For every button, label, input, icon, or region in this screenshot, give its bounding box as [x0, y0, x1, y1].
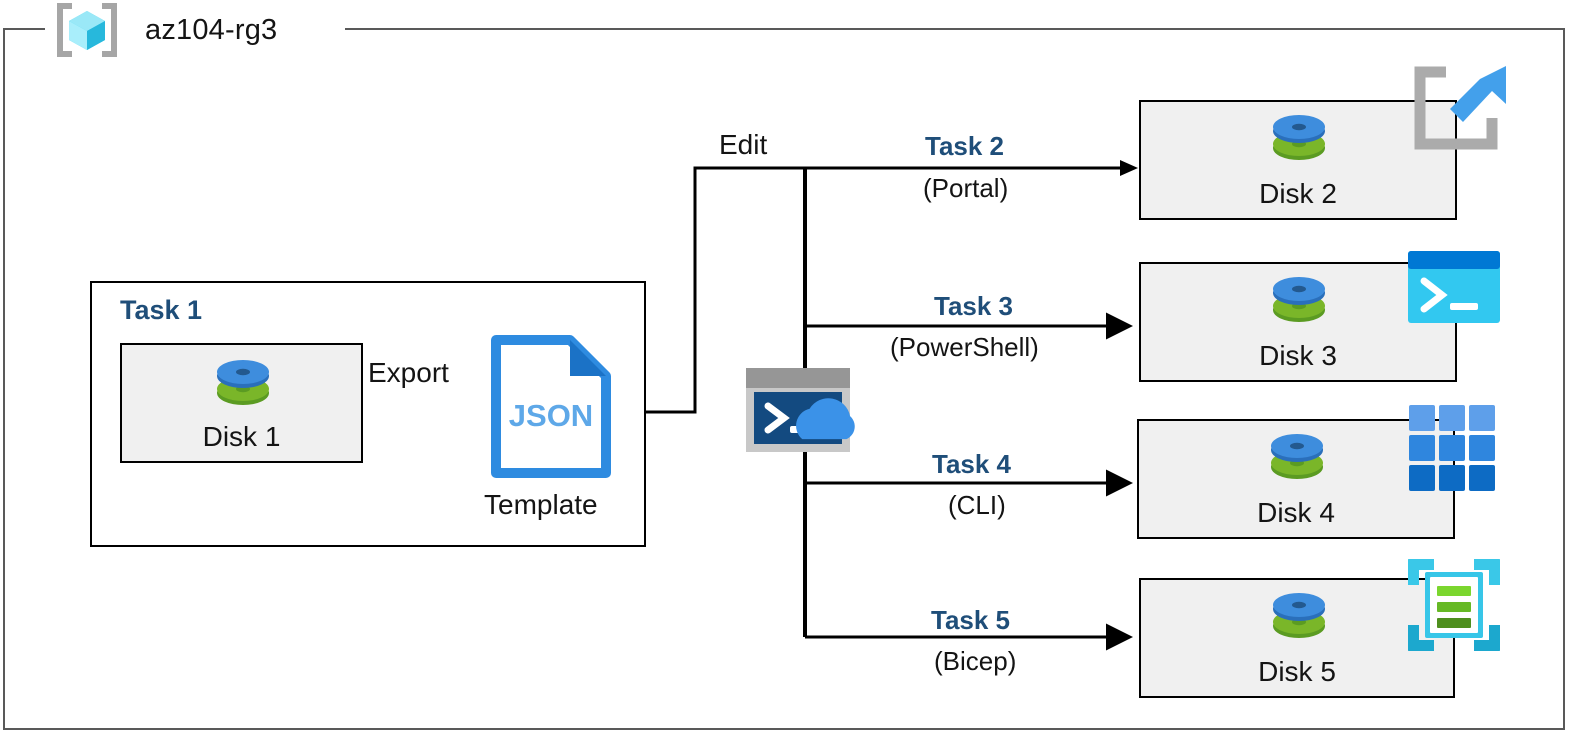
- task4-method: (CLI): [948, 490, 1006, 520]
- disk3-box: Disk 3: [1139, 262, 1457, 382]
- azure-cli-icon: [1408, 404, 1496, 492]
- disk4-label: Disk 4: [1257, 497, 1335, 528]
- disk2-label: Disk 2: [1259, 178, 1337, 209]
- task3-name: Task 3: [934, 291, 1014, 321]
- task1-label: Task 1: [120, 295, 203, 325]
- task5-name: Task 5: [931, 605, 1011, 635]
- task5-method: (Bicep): [934, 646, 1017, 676]
- disk3-label: Disk 3: [1259, 340, 1337, 371]
- svg-text:JSON: JSON: [509, 398, 593, 433]
- task2-name: Task 2: [925, 131, 1005, 161]
- azure-portal-icon: [1408, 60, 1516, 168]
- template-caption: Template: [484, 489, 598, 520]
- disk1-box: Disk 1: [120, 343, 363, 463]
- azure-resource-group-icon: [50, 3, 124, 57]
- managed-disk-icon: [1267, 110, 1331, 174]
- managed-disk-icon: [211, 355, 275, 419]
- edit-label: Edit: [719, 129, 768, 160]
- disk5-box: Disk 5: [1139, 578, 1455, 698]
- json-file-icon: JSON: [490, 334, 612, 479]
- powershell-icon: [1408, 251, 1500, 323]
- azure-cloud-shell-icon: [744, 366, 866, 454]
- task3-method: (PowerShell): [890, 332, 1039, 362]
- disk2-box: Disk 2: [1139, 100, 1457, 220]
- resource-group-frame-label-gap: [45, 18, 345, 40]
- managed-disk-icon: [1267, 588, 1331, 652]
- resource-group-frame: [3, 28, 1565, 730]
- disk1-label: Disk 1: [202, 421, 281, 452]
- task4-name: Task 4: [932, 449, 1012, 479]
- disk5-label: Disk 5: [1258, 656, 1336, 687]
- disk4-box: Disk 4: [1137, 419, 1455, 539]
- bicep-icon: [1405, 556, 1503, 654]
- resource-group-name: az104-rg3: [145, 14, 278, 46]
- export-label: Export: [368, 357, 449, 388]
- task2-method: (Portal): [923, 173, 1009, 203]
- managed-disk-icon: [1267, 272, 1331, 336]
- managed-disk-icon: [1265, 429, 1329, 493]
